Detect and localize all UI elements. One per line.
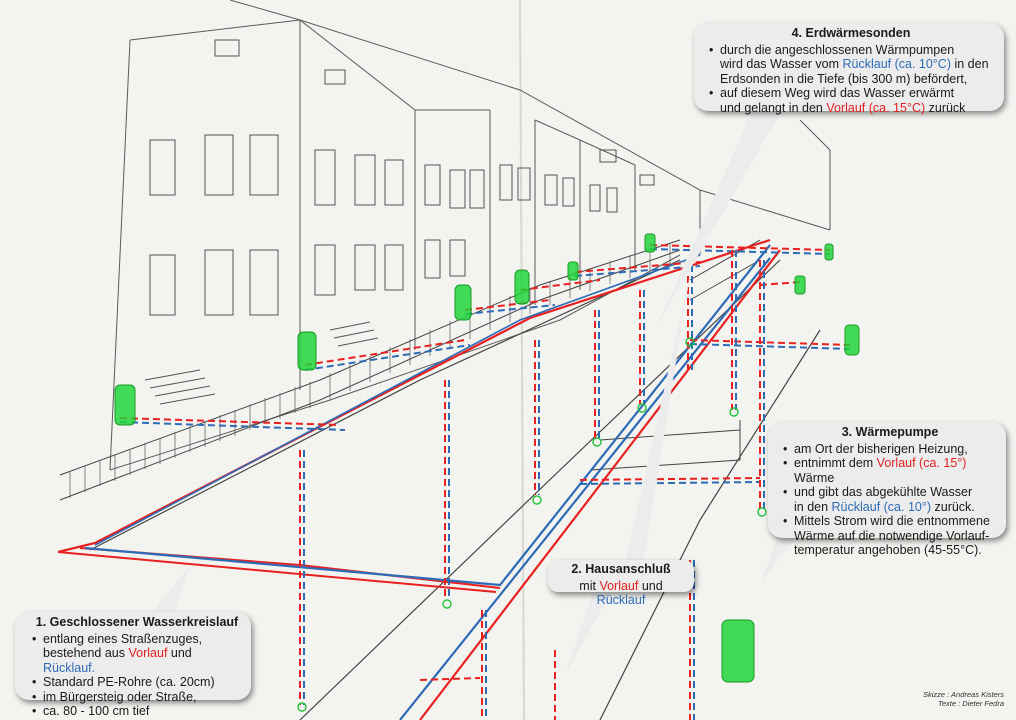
- callout-ground-probes: 4. Erdwärmesonden durch die angeschlosse…: [694, 23, 1004, 115]
- pointer-b2: [565, 585, 615, 675]
- callout-heat-pump: 3. Wärmepumpe am Ort der bisherigen Heiz…: [768, 422, 1006, 557]
- heatpump-icon: [114, 384, 136, 426]
- credit-text: Texte : Dieter Fedra: [937, 699, 1004, 708]
- paper-fold: [519, 0, 525, 720]
- pipe-network: [57, 238, 781, 720]
- pointer-b2b: [620, 275, 690, 585]
- probe-ends: [297, 337, 767, 712]
- ruecklauf-main-pipe: [84, 244, 771, 587]
- credits: Skizze : Andreas Kisters Texte : Dieter …: [923, 690, 1004, 708]
- callout-title: 2. Hausanschluß: [571, 562, 671, 576]
- windows-sketch: [149, 39, 655, 316]
- road-sketch: [89, 259, 821, 720]
- heatpump-icon: [454, 284, 472, 321]
- credit-sketch: Skizze : Andreas Kisters: [922, 690, 1004, 699]
- bubble-pointers: [150, 105, 800, 675]
- callout-title: 4. Erdwärmesonden: [791, 26, 911, 40]
- heatpump-icon: [514, 269, 530, 305]
- heatpump-icon: [824, 243, 834, 261]
- heat-pumps: [114, 233, 860, 683]
- vorlauf-second-pipe: [419, 249, 781, 720]
- stairs-sketch: [144, 321, 379, 405]
- callout-water-loop: 1. Geschlossener Wasserkreislauf entlang…: [15, 612, 251, 718]
- pointer-b4: [655, 105, 785, 330]
- heatpump-icon: [567, 261, 579, 281]
- heatpump-icon: [794, 275, 806, 295]
- callout-title: 1. Geschlossener Wasserkreislauf: [35, 615, 239, 629]
- ground-probes: [299, 250, 765, 720]
- pointer-b3: [760, 530, 800, 585]
- callout-title: 3. Wärmepumpe: [841, 425, 939, 439]
- heatpump-icon: [644, 233, 656, 253]
- callout-house-connection: 2. Hausanschluß mit Vorlauf und Rücklauf: [548, 560, 694, 607]
- heatpump-icon: [721, 619, 755, 683]
- heatpump-icon: [297, 331, 317, 371]
- roofline: [129, 19, 831, 231]
- house-connections: [119, 244, 851, 681]
- pointer-b1: [150, 565, 190, 615]
- ruecklauf-second-pipe: [399, 257, 771, 720]
- heatpump-icon: [844, 324, 860, 356]
